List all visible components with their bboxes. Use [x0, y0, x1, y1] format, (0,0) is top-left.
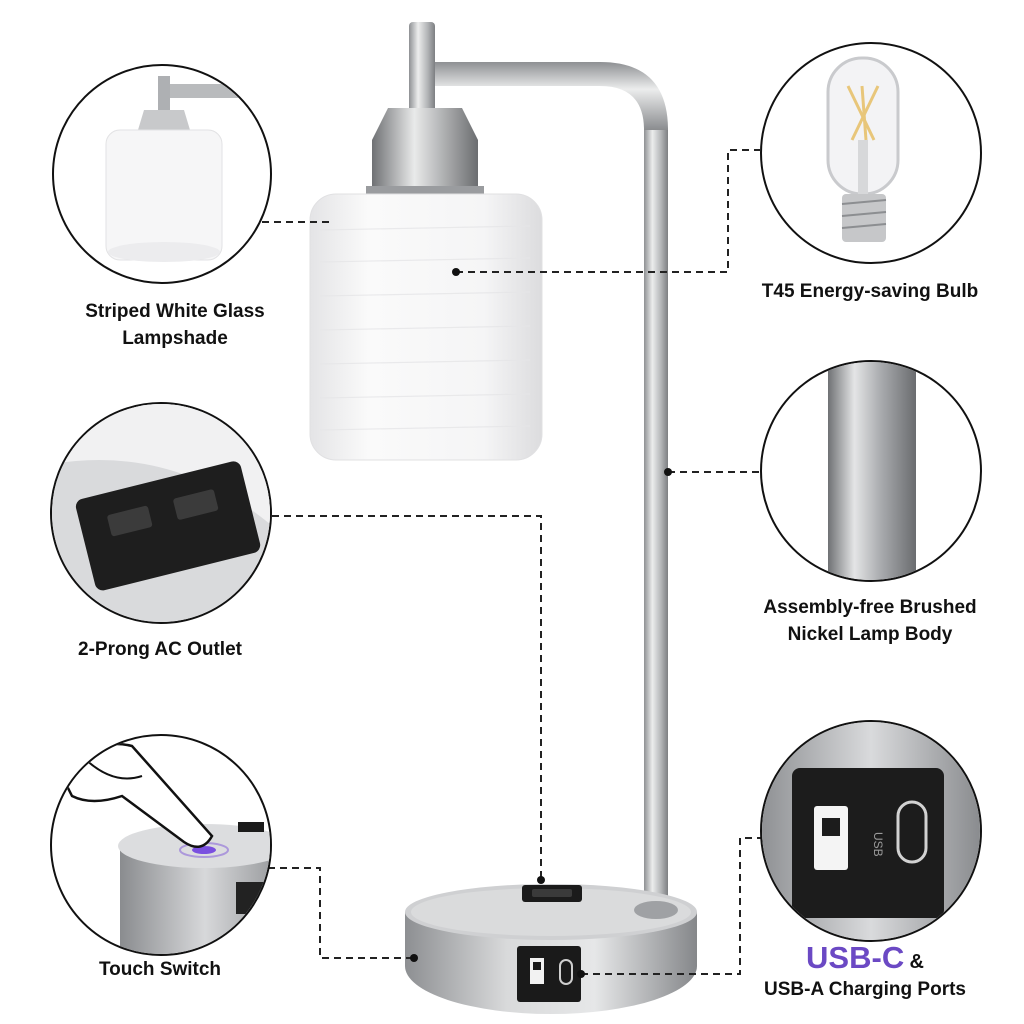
touch-switch-icon	[60, 742, 270, 954]
lampshade-icon	[105, 76, 270, 262]
usb-port-text: USB	[871, 832, 885, 857]
outlet-detail-circle	[50, 402, 272, 624]
lampshade-detail-circle	[52, 64, 272, 284]
outlet-icon	[52, 404, 270, 622]
lamp-body-icon	[828, 362, 916, 580]
usb-port-icon: USB	[762, 722, 980, 940]
lamp-body-detail-circle	[760, 360, 982, 582]
bulb-label: T45 Energy-saving Bulb	[761, 281, 979, 302]
usb-detail-circle: USB	[760, 720, 982, 942]
usb-label: USB-C & USB-A Charging Ports	[764, 940, 966, 1000]
touch-switch-detail-circle	[50, 734, 272, 956]
bulb-icon	[826, 56, 900, 242]
usb-c-highlight: USB-C	[806, 940, 905, 975]
bulb-detail-circle	[760, 42, 982, 264]
touch-switch-label: Touch Switch	[98, 959, 222, 980]
outlet-label: 2-Prong AC Outlet	[78, 639, 242, 660]
